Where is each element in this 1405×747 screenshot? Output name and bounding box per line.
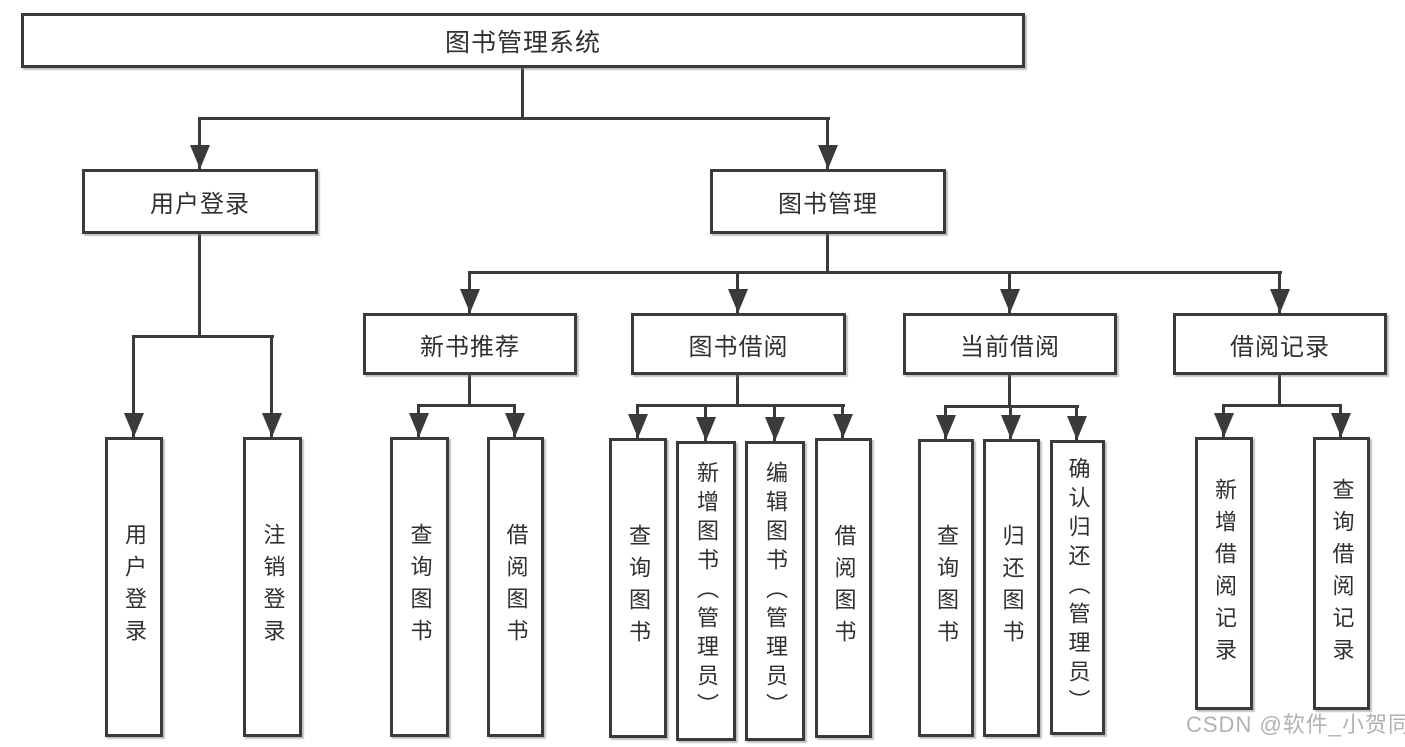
arrow-down-icon	[124, 413, 144, 437]
connector-line	[1278, 375, 1281, 406]
arrow-down-icon	[409, 413, 429, 437]
connector-line	[945, 405, 1079, 408]
arrow-down-icon	[728, 289, 748, 313]
arrow-down-icon	[262, 413, 282, 437]
connector-line	[133, 335, 274, 338]
connector-line	[198, 117, 201, 169]
node-section-new-book: 新书推荐	[363, 313, 577, 375]
connector-line	[468, 375, 471, 406]
arrow-down-icon	[190, 145, 210, 169]
connector-line	[418, 404, 516, 407]
connector-line	[198, 234, 201, 337]
leaf-borrow-add-admin: 新增图书（管理员）	[676, 441, 736, 741]
connector-line	[469, 271, 1282, 274]
node-section-book-borrow: 图书借阅	[631, 313, 846, 375]
node-root: 图书管理系统	[21, 13, 1025, 68]
connector-line	[521, 68, 524, 119]
leaf-borrow-edit-admin: 编辑图书（管理员）	[745, 441, 805, 741]
arrow-down-icon	[505, 413, 525, 437]
connector-line	[132, 335, 135, 437]
connector-line	[637, 404, 845, 407]
connector-line	[1008, 375, 1011, 407]
node-section-borrow-records: 借阅记录	[1173, 313, 1387, 375]
arrow-down-icon	[1067, 416, 1087, 440]
connector-line	[826, 234, 829, 273]
arrow-down-icon	[936, 415, 956, 439]
leaf-current-return: 归还图书	[983, 439, 1040, 737]
arrow-down-icon	[460, 289, 480, 313]
leaf-current-query: 查询图书	[918, 439, 974, 737]
connector-line	[198, 117, 830, 120]
arrow-down-icon	[833, 414, 853, 438]
node-section-current-borrow: 当前借阅	[903, 313, 1117, 375]
leaf-user-login: 用户登录	[105, 437, 163, 737]
leaf-records-add: 新增借阅记录	[1195, 437, 1253, 710]
leaf-current-confirm-admin: 确认归还（管理员）	[1050, 440, 1105, 735]
leaf-newbook-borrow: 借阅图书	[487, 437, 544, 737]
node-user-branch: 用户登录	[82, 169, 318, 234]
connector-line	[270, 335, 273, 437]
node-book-branch: 图书管理	[710, 169, 946, 234]
arrow-down-icon	[696, 417, 716, 441]
leaf-records-query: 查询借阅记录	[1313, 437, 1370, 710]
leaf-borrow-query: 查询图书	[609, 438, 667, 738]
leaf-logout: 注销登录	[243, 437, 302, 737]
watermark-text: CSDN @软件_小贺同学	[1186, 712, 1405, 737]
connector-line	[736, 375, 739, 406]
arrow-down-icon	[1214, 413, 1234, 437]
leaf-borrow-borrow: 借阅图书	[815, 438, 872, 738]
leaf-newbook-query: 查询图书	[390, 437, 449, 737]
connector-line	[1223, 404, 1342, 407]
arrow-down-icon	[1331, 413, 1351, 437]
arrow-down-icon	[818, 145, 838, 169]
arrow-down-icon	[628, 414, 648, 438]
arrow-down-icon	[765, 417, 785, 441]
arrow-down-icon	[1001, 415, 1021, 439]
connector-line	[826, 117, 829, 169]
arrow-down-icon	[1270, 289, 1290, 313]
arrow-down-icon	[1000, 289, 1020, 313]
